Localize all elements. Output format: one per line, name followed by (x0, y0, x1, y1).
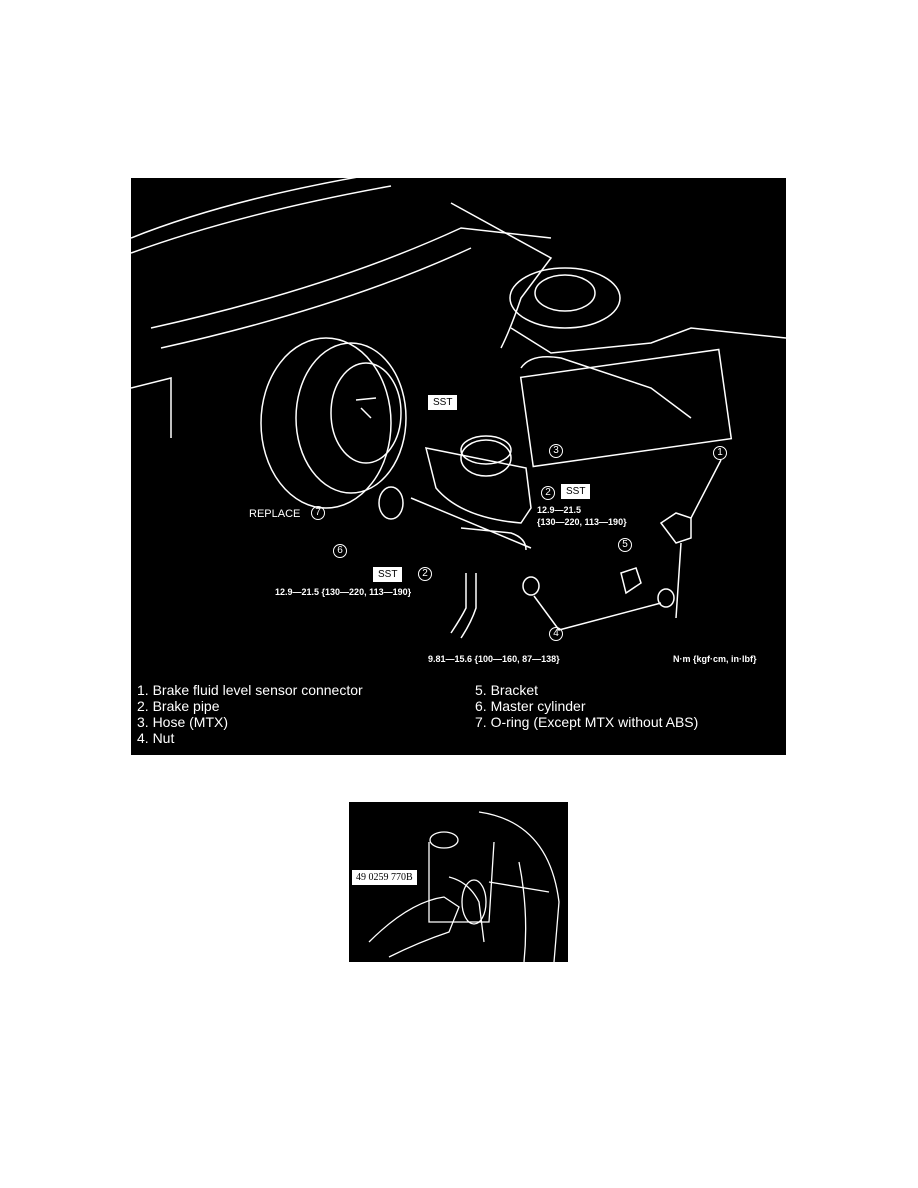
callout-3: 3 (549, 444, 563, 458)
sst-tool-label: 49 0259 770B (351, 869, 418, 886)
legend-item: 5. Bracket (475, 682, 539, 698)
photo-line-art (368, 811, 560, 962)
callout-5: 5 (618, 538, 632, 552)
torque-spec: 12.9—21.5 (537, 505, 582, 515)
sst-label: SST (373, 567, 403, 582)
legend-item: 3. Hose (MTX) (137, 714, 229, 730)
torque-spec: 12.9—21.5 {130—220, 113—190} (275, 587, 412, 597)
replace-label: REPLACE (249, 508, 301, 520)
brake-pipe-removal-photo: 49 0259 770B (349, 802, 568, 962)
torque-spec: {130—220, 113—190} (537, 517, 627, 527)
sst-label: SST (428, 395, 458, 410)
callout-6: 6 (333, 544, 347, 558)
legend-item: 4. Nut (137, 730, 175, 746)
legend-item: 1. Brake fluid level sensor connector (137, 682, 363, 698)
callout-2: 2 (541, 486, 555, 500)
torque-units: N·m {kgf·cm, in·lbf} (673, 654, 757, 664)
callout-1: 1 (713, 446, 727, 460)
master-cylinder-exploded-diagram: SST SST SST 12.9—21.5 {130—220, 113—190}… (131, 178, 786, 755)
torque-spec: 9.81—15.6 {100—160, 87—138} (428, 654, 560, 664)
diagram-line-art (131, 178, 786, 639)
legend-item: 6. Master cylinder (475, 698, 586, 714)
callout-2: 2 (418, 567, 432, 581)
legend-item: 7. O-ring (Except MTX without ABS) (475, 714, 699, 730)
sst-label: SST (561, 484, 591, 499)
legend-item: 2. Brake pipe (137, 698, 220, 714)
callout-7: 7 (311, 506, 325, 520)
callout-4: 4 (549, 627, 563, 641)
